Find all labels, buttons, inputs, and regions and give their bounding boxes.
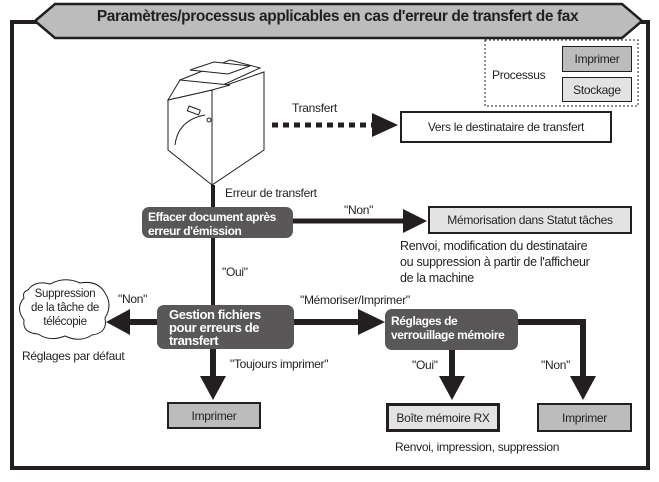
legend-storage: Stockage [562, 77, 632, 102]
note-line3: de la machine [400, 271, 474, 285]
transfer-destination-box: Vers le destinataire de transfert [400, 111, 612, 143]
error-label: Erreur de transfert [225, 186, 317, 200]
printer-icon [166, 59, 265, 187]
note-line1: Renvoi, modification du destinataire [400, 239, 588, 253]
erase-line1: Effacer document après [148, 210, 276, 224]
ml-line1: Réglages de [391, 314, 458, 328]
job-status-note: Renvoi, modification du destinataire ou … [400, 238, 590, 286]
fm-always-print-label: "Toujours imprimer" [230, 357, 329, 371]
ml-no-label: "Non" [541, 358, 571, 372]
job-status-box: Mémorisation dans Statut tâches [428, 206, 632, 234]
title-banner [33, 2, 644, 40]
erase-decision-box: Effacer document après erreur d'émission [142, 207, 293, 238]
cloud-shape [19, 279, 110, 340]
erase-line2: erreur d'émission [148, 224, 242, 238]
fm-line1: Gestion fichiers [169, 307, 261, 322]
cloud-line2: de la tâche de [30, 302, 100, 314]
legend-print: Imprimer [562, 46, 632, 72]
fm-line2: pour erreurs de [169, 320, 260, 335]
legend-label: Processus [492, 68, 546, 82]
print-right-box: Imprimer [537, 403, 632, 432]
file-management-box: Gestion fichiers pour erreurs de transfe… [157, 305, 294, 349]
cloud-line3: télécopie [43, 316, 87, 328]
erase-yes-label: "Oui" [222, 265, 248, 279]
default-settings-note: Réglages par défaut [22, 349, 125, 363]
fm-line3: transfert [169, 333, 219, 348]
print-left-box: Imprimer [167, 402, 261, 429]
ml-line2: verrouillage mémoire [391, 328, 505, 342]
rx-note: Renvoi, impression, suppression [395, 440, 560, 454]
transfer-arrowhead [372, 113, 398, 137]
memory-lock-box: Réglages de verrouillage mémoire [385, 309, 518, 350]
rx-box: Boîte mémoire RX [386, 403, 500, 432]
cloud-text: Suppression de la tâche de télécopie [26, 287, 104, 329]
transfer-label: Transfert [292, 101, 337, 115]
fm-no-label: "Non" [118, 292, 148, 306]
erase-no-label: "Non" [344, 203, 374, 217]
note-line2: ou suppression à partir de l'afficheur [400, 255, 590, 269]
ml-yes-label: "Oui" [412, 358, 438, 372]
cloud-line1: Suppression [34, 288, 96, 300]
fm-store-print-label: "Mémoriser/Imprimer" [300, 293, 410, 307]
page-title: Paramètres/processus applicables en cas … [96, 8, 579, 25]
